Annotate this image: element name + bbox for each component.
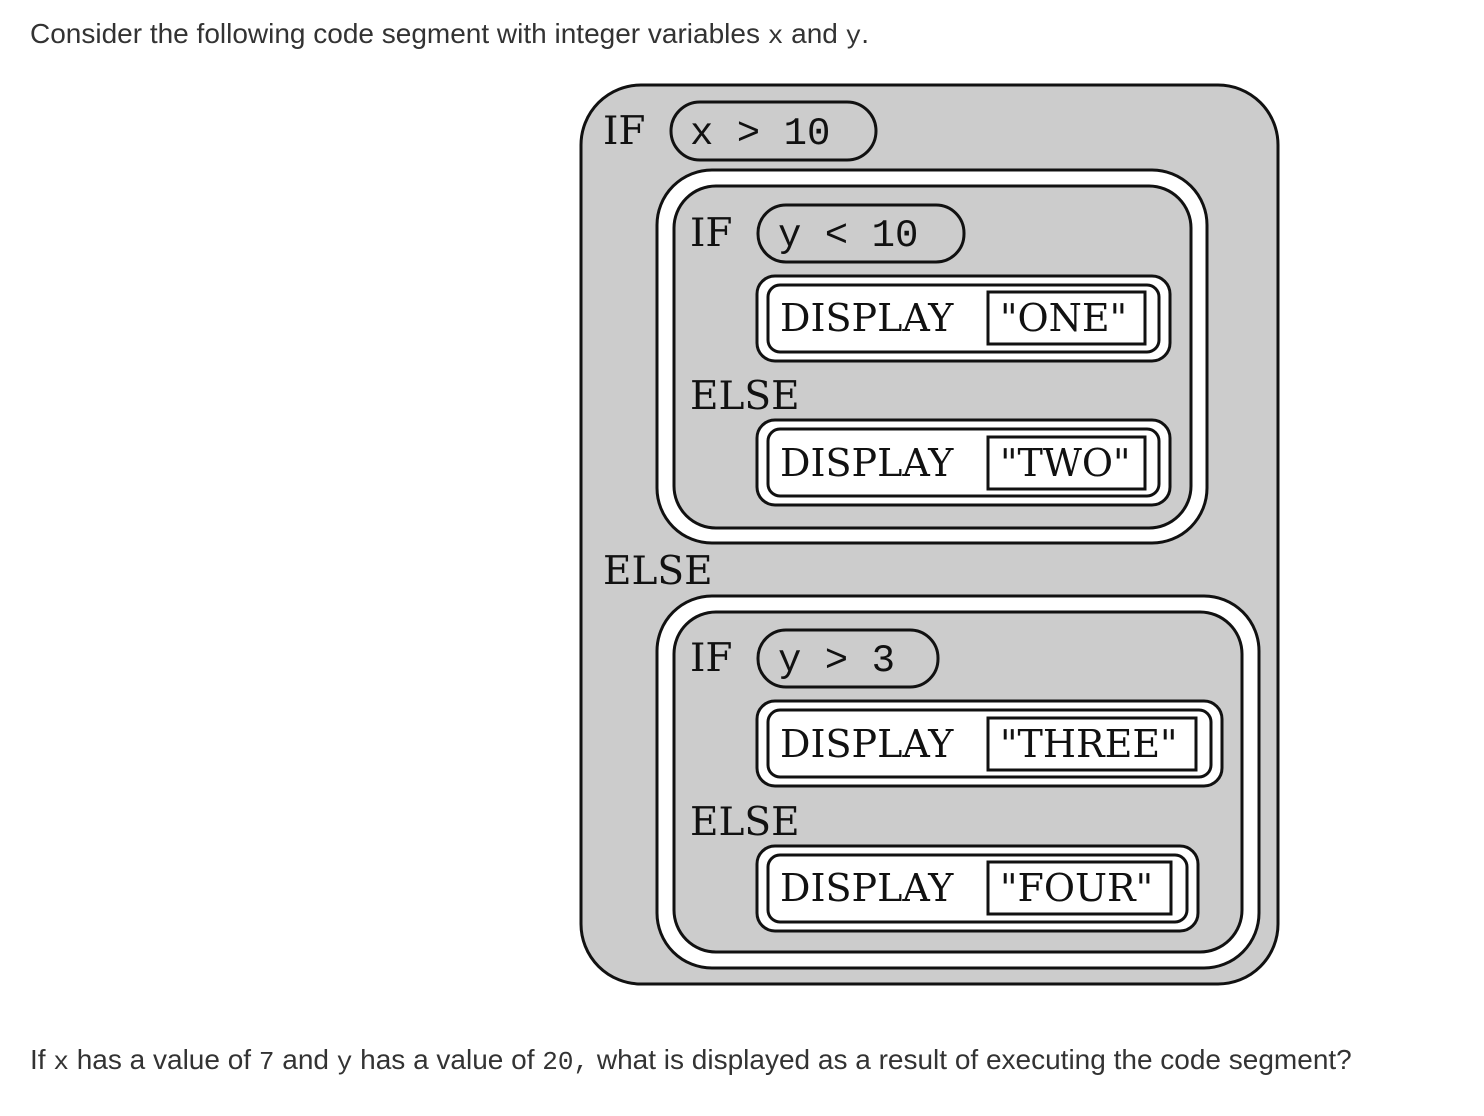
question-if: If: [30, 1044, 46, 1075]
display-three-value: "THREE": [1000, 722, 1178, 766]
intro-period: .: [861, 18, 870, 49]
display-two-value-box: [986, 435, 1147, 491]
display-four-keyword: DISPLAY: [780, 866, 954, 910]
display-three-keyword: DISPLAY: [780, 722, 954, 766]
else-if-else-keyword: ELSE: [690, 800, 800, 845]
question-var-y: y: [336, 1047, 353, 1077]
display-one-value: "ONE": [1000, 296, 1127, 340]
intro-var-y: y: [845, 21, 862, 51]
else-if-condition-pill: [756, 628, 940, 689]
inner-if-keyword: IF: [690, 211, 732, 256]
question-x-value: 7: [258, 1047, 275, 1077]
display-three-value-box: [986, 716, 1198, 772]
question-var-x: x: [53, 1047, 69, 1077]
display-one-value-box: [986, 290, 1147, 346]
intro-text: Consider the following code segment with…: [30, 18, 870, 51]
else-if-keyword: IF: [690, 636, 732, 681]
inner-if-condition: y < 10: [778, 214, 918, 258]
display-two-value: "TWO": [1000, 441, 1131, 485]
inner-if-condition-pill: [756, 203, 966, 264]
question-part1: has a value of: [76, 1044, 252, 1075]
question-and: and: [282, 1044, 329, 1075]
question-part2: has a value of: [360, 1044, 535, 1075]
intro-var-x: x: [767, 21, 784, 51]
display-four-value-box: [986, 860, 1173, 916]
inner-else-keyword: ELSE: [690, 374, 800, 419]
outer-if-condition: x > 10: [690, 112, 830, 156]
intro-lead: Consider the following code segment with…: [30, 18, 760, 49]
question-part3: what is displayed as a result of executi…: [596, 1044, 1352, 1075]
outer-if-keyword: IF: [603, 109, 645, 154]
intro-and: and: [791, 18, 838, 49]
display-one-keyword: DISPLAY: [780, 296, 954, 340]
question-text: If x has a value of 7 and y has a value …: [30, 1044, 1352, 1077]
outer-else-keyword: ELSE: [603, 549, 713, 594]
display-two-keyword: DISPLAY: [780, 441, 954, 485]
outer-if-condition-pill: [669, 100, 878, 162]
display-four-value: "FOUR": [1000, 866, 1153, 910]
else-if-condition: y > 3: [778, 639, 895, 683]
question-y-value: 20,: [542, 1047, 590, 1077]
